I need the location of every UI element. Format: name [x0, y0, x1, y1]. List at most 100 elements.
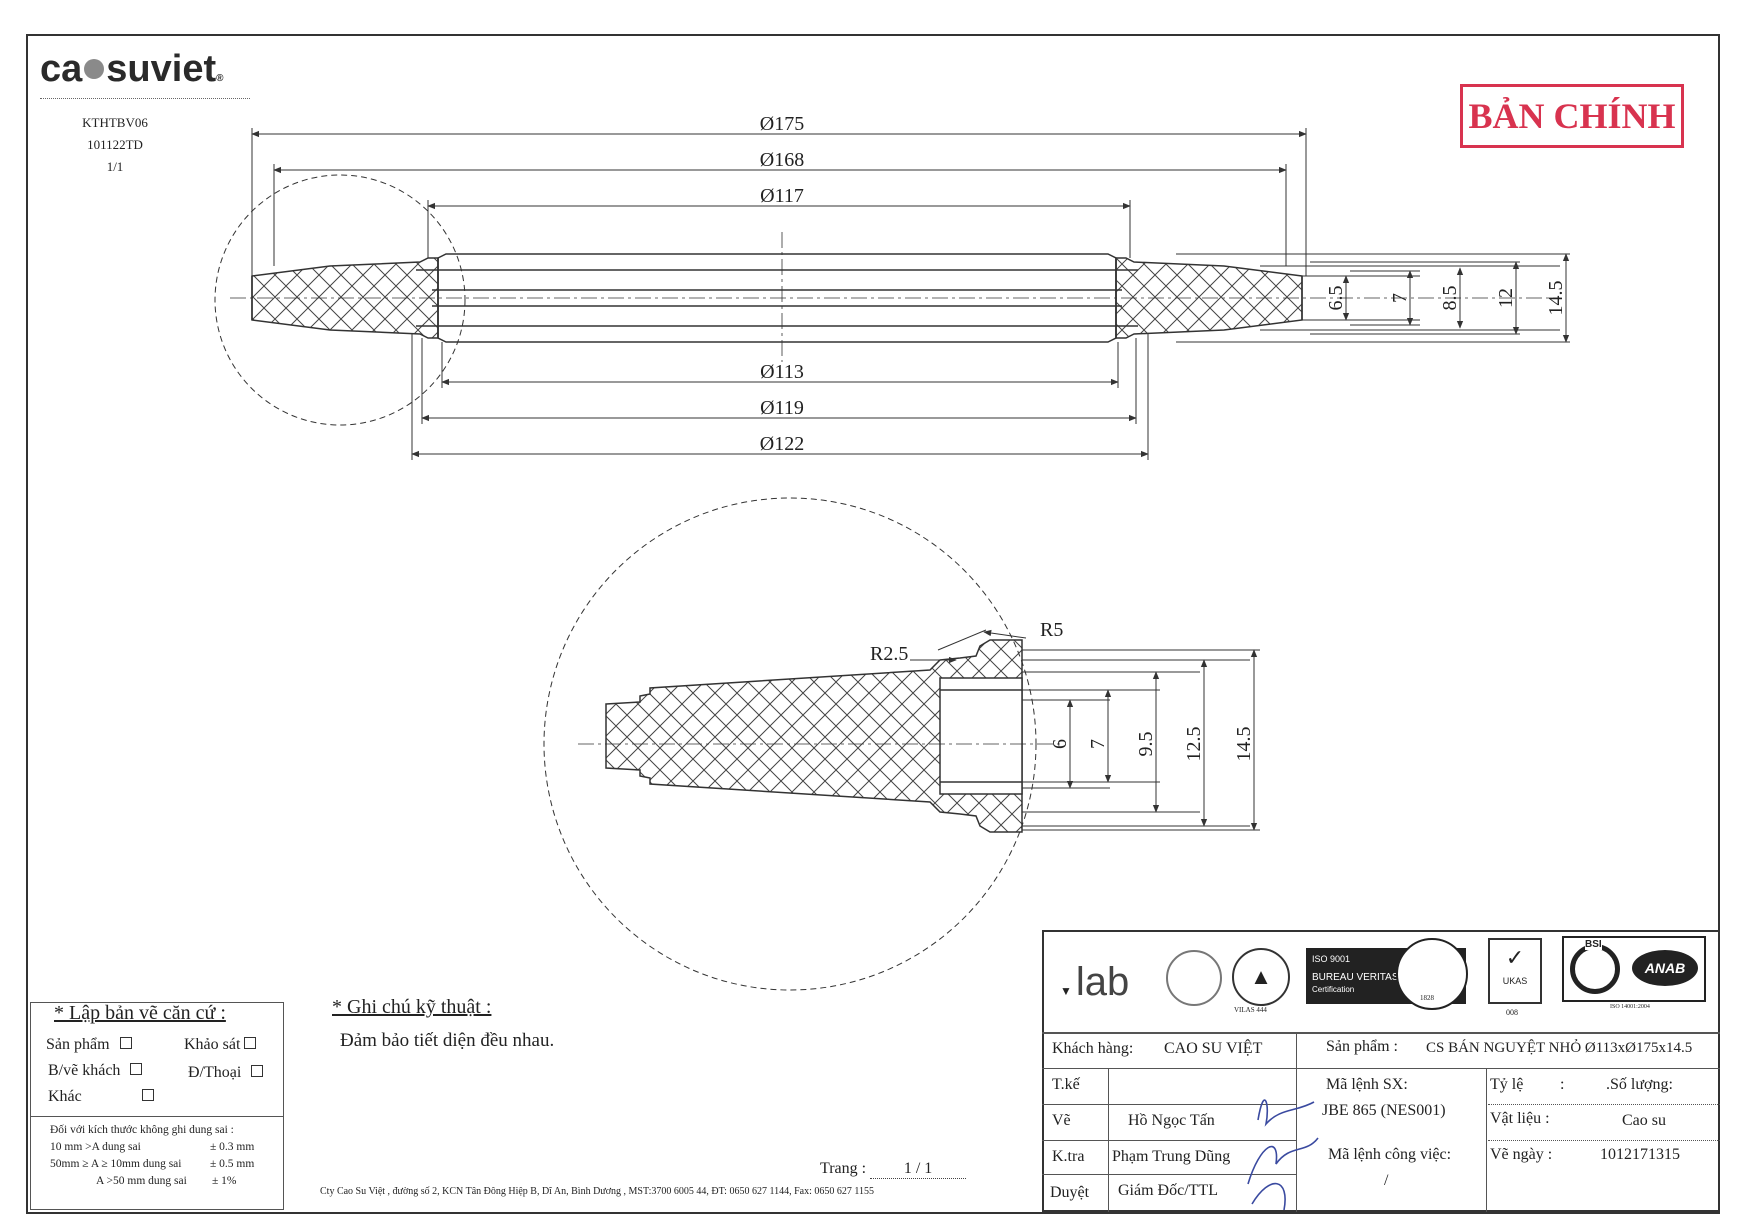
- detail-view: [543, 497, 1060, 991]
- radius-r2-5: R2.5: [870, 643, 908, 665]
- detail-dim-14-5: 14.5: [1233, 727, 1255, 762]
- drawn-date-label: Vẽ ngày :: [1490, 1146, 1553, 1163]
- logo-registered: ®: [216, 73, 224, 84]
- checkbox-d-thoai[interactable]: [251, 1065, 264, 1077]
- tb-row-line-1: [1042, 1068, 1720, 1069]
- detail-dimension-labels: R2.5 R5 6 7 9.5 12.5 14.5: [870, 619, 1255, 762]
- approve-name: Giám Đốc/TTL: [1118, 1182, 1218, 1199]
- customer-value: CAO SU VIỆT: [1164, 1040, 1263, 1057]
- basis-title: * Lập bản vẽ căn cứ :: [54, 1002, 226, 1024]
- top-dimension-labels: Ø175 Ø168 Ø117 Ø113 Ø119 Ø122: [760, 113, 804, 455]
- label-d-thoai: Đ/Thoại: [188, 1064, 242, 1081]
- tb-row-line-5: [1488, 1104, 1720, 1105]
- checkbox-khac[interactable]: [141, 1089, 154, 1101]
- dim-14-5: 14.5: [1545, 281, 1567, 316]
- company-logo: ca suviet®: [40, 48, 223, 91]
- tol-3-label: A >50 mm dung sai: [96, 1175, 187, 1187]
- detail-circle-large: [543, 497, 1037, 991]
- label-bv-khach: B/vẽ khách: [48, 1062, 121, 1079]
- tb-col-line-3: [1486, 1068, 1487, 1212]
- triangle-icon: ▼: [1060, 983, 1072, 998]
- detail-dim-7: 7: [1087, 739, 1109, 749]
- check-d-thoai: Đ/Thoại: [188, 1064, 264, 1082]
- approve-label: Duyệt: [1050, 1184, 1090, 1201]
- label-khac: Khác: [48, 1088, 82, 1105]
- dim-8-5: 8.5: [1439, 286, 1461, 311]
- basis-box: [30, 1002, 284, 1210]
- label-khao-sat: Khảo sát: [184, 1036, 241, 1053]
- anab-text: ANAB: [1632, 950, 1698, 986]
- checkbox-khao-sat[interactable]: [244, 1037, 257, 1049]
- tb-row-line-2: [1042, 1104, 1296, 1105]
- detail-circle-small: [214, 174, 466, 426]
- tolerance-value-3: ± 1%: [212, 1175, 237, 1187]
- bv-year: 1828: [1420, 994, 1434, 1002]
- tb-row-line-6: [1488, 1140, 1720, 1141]
- detail-dim-12-5: 12.5: [1183, 727, 1205, 762]
- label-san-pham: Sản phẩm: [46, 1036, 110, 1053]
- scale-colon: :: [1560, 1076, 1565, 1093]
- technical-notes-text: Đảm bảo tiết diện đều nhau.: [340, 1030, 555, 1051]
- ilac-mra-icon: [1166, 950, 1222, 1006]
- product-label: Sản phẩm :: [1326, 1038, 1398, 1055]
- bureau-veritas-seal-icon: 1828: [1396, 938, 1468, 1010]
- job-order-value: /: [1384, 1172, 1389, 1189]
- check-khac: Khác: [48, 1088, 154, 1106]
- tolerance-title: Đối với kích thước không ghi dung sai :: [50, 1124, 234, 1136]
- boa-accreditation-icon: ▲: [1232, 948, 1290, 1006]
- dim-d119: Ø119: [760, 397, 804, 419]
- dim-d168: Ø168: [760, 149, 804, 171]
- bsi-anab-badge: BSI ANAB: [1562, 936, 1706, 1002]
- product-value: CS BÁN NGUYỆT NHỎ Ø113xØ175x14.5: [1426, 1040, 1693, 1056]
- ukas-badge: ✓ UKAS: [1488, 938, 1542, 1004]
- iso14001-code: ISO 14001:2004: [1610, 1004, 1650, 1010]
- material-value: Cao su: [1622, 1112, 1666, 1129]
- tb-col-line-2: [1296, 1032, 1297, 1212]
- document-codes: KTHTBV06 101122TD 1/1: [60, 112, 170, 178]
- dim-d122: Ø122: [760, 433, 804, 455]
- page-number: Trang : 1 / 1: [820, 1160, 967, 1179]
- scale-label: Tỷ lệ: [1490, 1076, 1524, 1093]
- logo-text-left: ca: [40, 48, 83, 90]
- vilas-logo: ▼ lab: [1060, 960, 1160, 1010]
- form-code: KTHTBV06: [82, 115, 148, 130]
- detail-dim-9-5: 9.5: [1135, 732, 1157, 757]
- vilas-lab-text: lab: [1075, 960, 1130, 1004]
- dim-7: 7: [1389, 293, 1411, 303]
- drawn-name: Hồ Ngọc Tấn: [1128, 1112, 1215, 1129]
- ukas-code: 008: [1506, 1008, 1518, 1017]
- drawn-label: Vẽ: [1052, 1112, 1071, 1129]
- revision-code: 101122TD: [87, 137, 143, 152]
- tolerance-value-1: ± 0.3 mm: [210, 1141, 255, 1153]
- ukas-text: UKAS: [1502, 976, 1528, 986]
- job-order-label: Mã lệnh công việc:: [1328, 1146, 1452, 1163]
- tolerance-value-2: ± 0.5 mm: [210, 1158, 255, 1170]
- side-dimension-labels: 6.5 7 8.5 12 14.5: [1325, 281, 1567, 316]
- material-label: Vật liệu :: [1490, 1110, 1550, 1127]
- dim-d117: Ø117: [760, 185, 804, 207]
- title-block: [1042, 930, 1720, 1212]
- tol-2-label: 50mm ≥ A ≥ 10mm dung sai: [50, 1158, 182, 1170]
- cert-divider: [1042, 1032, 1720, 1034]
- drawing-frame: [26, 34, 1720, 1214]
- checkbox-bv-khach[interactable]: [130, 1063, 143, 1075]
- logo-dot-icon: [84, 59, 105, 79]
- original-stamp: BẢN CHÍNH: [1460, 84, 1684, 148]
- drawn-date-value: 1012171315: [1600, 1146, 1680, 1163]
- check-khao-sat: Khảo sát: [184, 1036, 257, 1054]
- dim-d113: Ø113: [760, 361, 804, 383]
- tb-row-line-3: [1042, 1140, 1296, 1141]
- tolerance-row-2: 50mm ≥ A ≥ 10mm dung sai: [50, 1156, 181, 1173]
- production-order-value: JBE 865 (NES001): [1322, 1102, 1446, 1119]
- technical-notes-title: * Ghi chú kỹ thuật :: [332, 996, 492, 1018]
- quantity-label: .Số lượng:: [1606, 1076, 1673, 1093]
- logo-text-right: suviet: [106, 48, 217, 90]
- tol-1-label: 10 mm >A dung sai: [50, 1141, 141, 1153]
- tolerance-row-3: A >50 mm dung sai: [96, 1173, 187, 1190]
- bsi-text: BSI: [1585, 939, 1602, 950]
- tolerance-row-1: 10 mm >A dung sai: [50, 1139, 141, 1156]
- production-order-label: Mã lệnh SX:: [1326, 1076, 1408, 1093]
- basis-divider: [30, 1116, 284, 1117]
- checkbox-san-pham[interactable]: [119, 1037, 132, 1049]
- design-label: T.kế: [1052, 1076, 1080, 1093]
